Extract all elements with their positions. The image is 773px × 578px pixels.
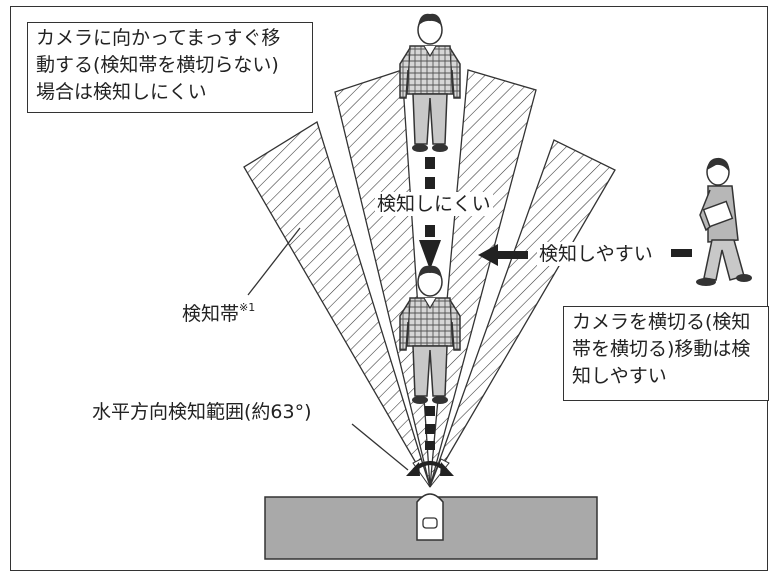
- label-horizontal-range: 水平方向検知範囲(約63°): [92, 401, 312, 423]
- note-top-line-2: 動する(検知帯を横切らない): [36, 54, 279, 76]
- crossing-arrow: [478, 244, 692, 266]
- note-direct-approach: カメラに向かってまっすぐ移 動する(検知帯を横切らない) 場合は検知しにくい: [27, 22, 313, 113]
- detection-zone-4: [429, 139, 616, 488]
- note-top-line-3: 場合は検知しにくい: [36, 81, 207, 103]
- camera-icon: [416, 493, 444, 541]
- detection-zone-3: [429, 69, 537, 488]
- range-leader-line: [351, 423, 409, 471]
- person-side: [696, 157, 752, 286]
- diagram-frame: [10, 6, 768, 571]
- note-right-line-3: 知しやすい: [572, 365, 667, 387]
- label-easy-to-detect: 検知しやすい: [537, 242, 655, 266]
- note-top-line-1: カメラに向かってまっすぐ移: [36, 27, 281, 49]
- detection-zone-1: [243, 121, 431, 488]
- note-right-line-1: カメラを横切る(検知: [572, 311, 751, 333]
- range-arc-arrow: [406, 461, 454, 476]
- zone-leader-line: [247, 227, 301, 296]
- label-hard-to-detect: 検知しにくい: [375, 192, 493, 216]
- zone-footnote-mark: ※1: [239, 301, 256, 314]
- note-crossing: カメラを横切る(検知 帯を横切る)移動は検 知しやすい: [563, 306, 769, 401]
- person-far: [399, 13, 461, 153]
- note-right-line-2: 帯を横切る)移動は検: [572, 338, 751, 360]
- detection-zone-2: [334, 69, 431, 488]
- approach-path: [419, 157, 441, 450]
- label-detection-zone: 検知帯※1: [182, 301, 256, 325]
